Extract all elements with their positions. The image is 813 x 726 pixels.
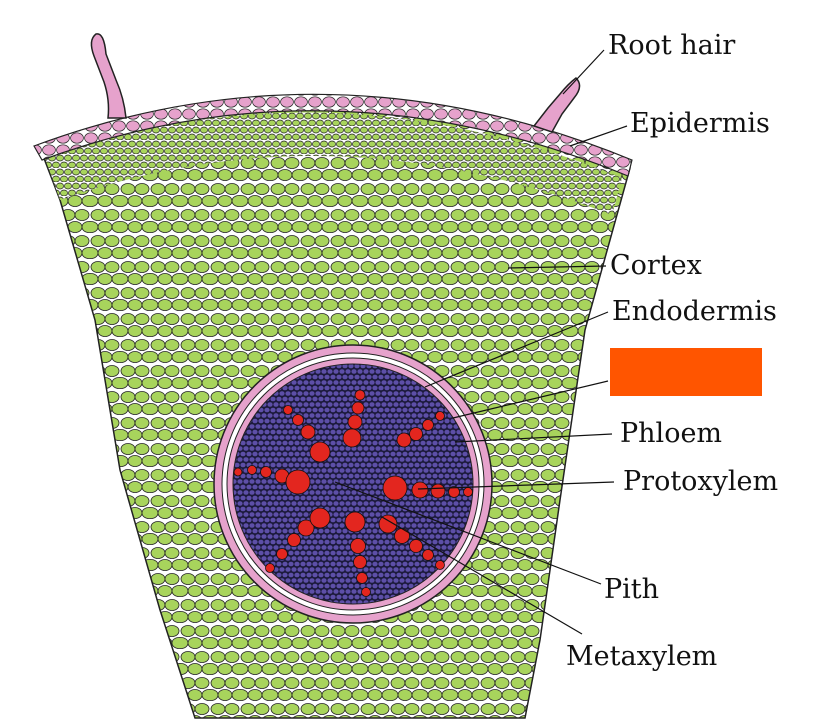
leader-metaxylem: [381, 516, 583, 635]
hidden-label-box: [610, 348, 762, 396]
xylem-arms: [233, 389, 473, 597]
label-epidermis: Epidermis: [630, 108, 770, 139]
label-metaxylem: Metaxylem: [566, 641, 718, 672]
leader-lines: [334, 49, 628, 635]
label-root-hair: Root hair: [608, 30, 736, 61]
epidermis-layer: [33, 93, 633, 177]
root-hairs: [90, 33, 581, 133]
leader-cortex: [507, 265, 607, 269]
label-protoxylem: Protoxylem: [623, 466, 779, 497]
label-cortex: Cortex: [610, 250, 702, 281]
leader-hidden: [452, 380, 609, 419]
leader-epidermis: [569, 125, 628, 147]
leader-pith: [334, 481, 602, 585]
leader-protoxylem: [417, 481, 615, 490]
xylem-arm-upper-right: [396, 411, 445, 448]
label-pith: Pith: [604, 574, 660, 605]
xylem-arm-bottom: [344, 511, 371, 597]
leader-root-hair: [562, 49, 605, 95]
label-phloem: Phloem: [620, 418, 723, 449]
xylem-arm-lower-left: [265, 507, 331, 573]
leader-phloem: [454, 433, 613, 443]
xylem-arm-upper-left: [283, 405, 331, 463]
label-endodermis: Endodermis: [612, 296, 777, 327]
xylem-arm-lower-right: [378, 514, 445, 570]
xylem-arm-left: [233, 465, 311, 495]
xylem-arm-top: [342, 389, 366, 448]
leader-endodermis: [424, 311, 609, 388]
